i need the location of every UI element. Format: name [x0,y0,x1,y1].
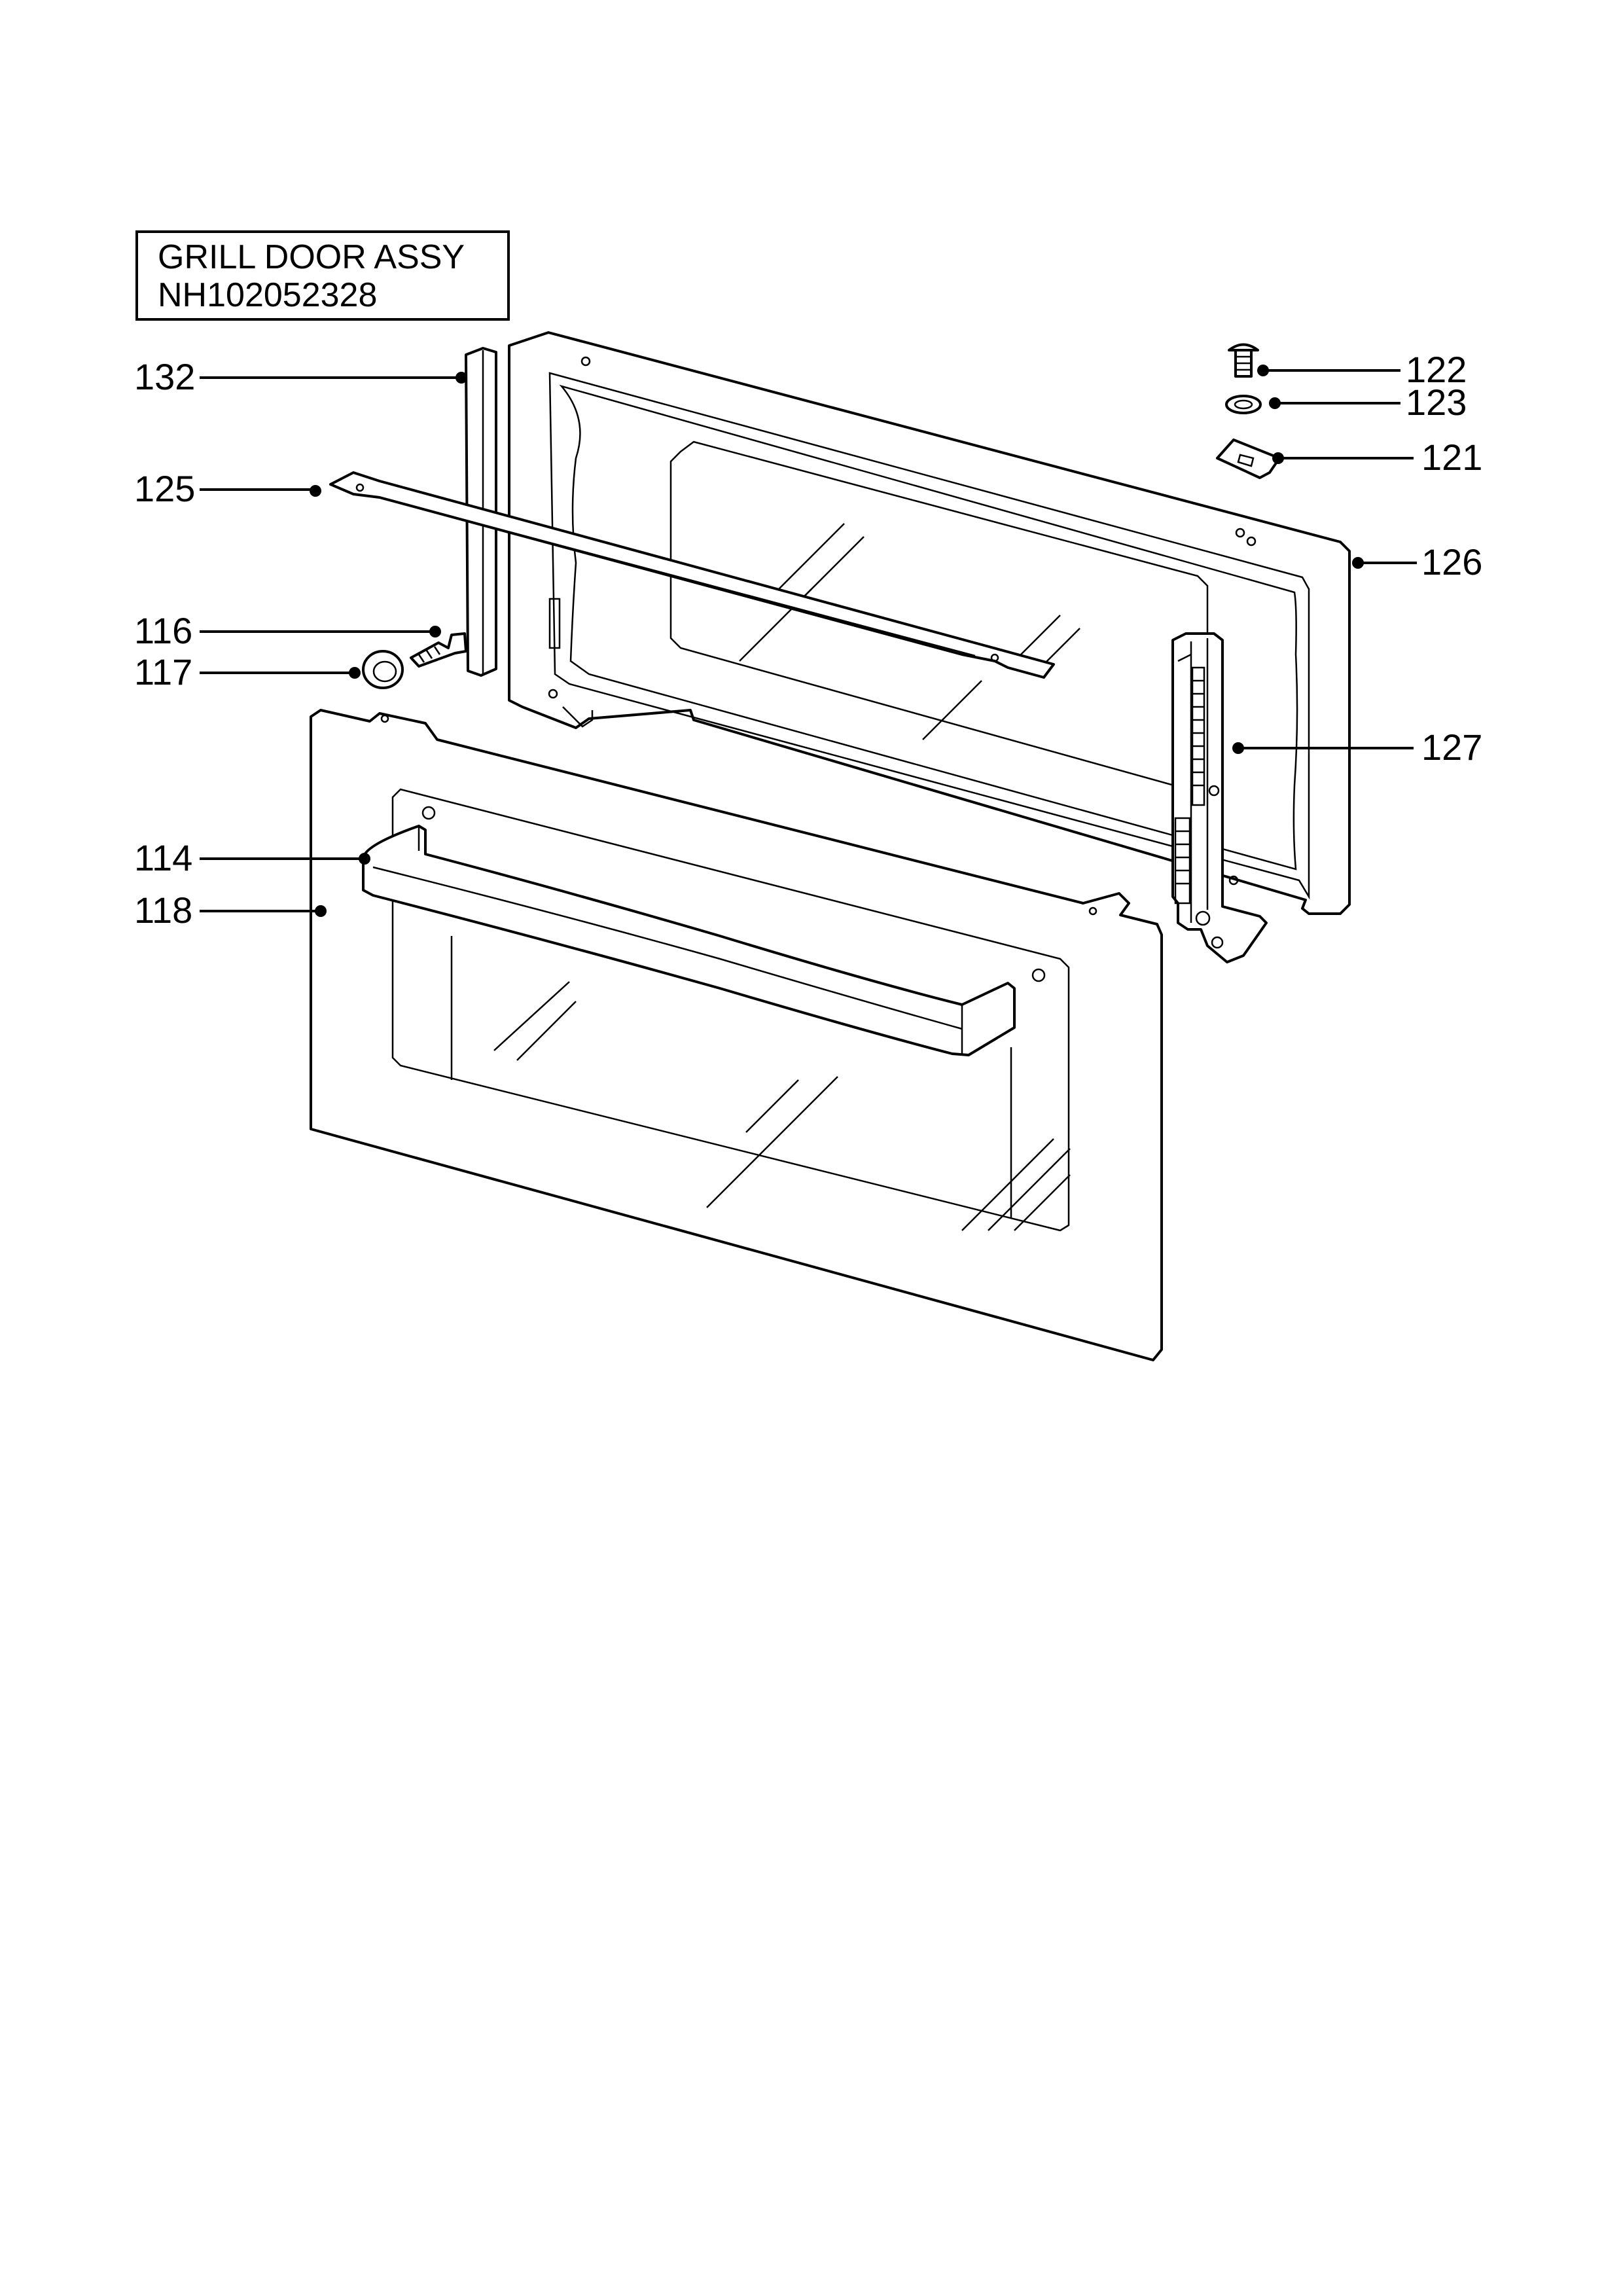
leader-dot [349,667,361,679]
fixing-screw [410,632,467,668]
callout-132: 132 [134,356,195,397]
leader-dot [1269,397,1281,409]
assembly-title-box: GRILL DOOR ASSY NH102052328 [135,230,510,321]
inner-door-frame [508,331,1351,915]
handle-end-cap [362,650,404,689]
hinge-clip [1216,439,1281,479]
callout-123: 123 [1406,382,1467,423]
callout-117: 117 [134,651,192,692]
leader-dot [1232,742,1244,754]
hinge-screw [1228,343,1259,378]
leader-dot [1352,557,1364,569]
leader-dot [455,372,467,384]
door-hinge [1171,632,1268,963]
assembly-part-number: NH102052328 [158,276,378,314]
top-trim-bar [329,471,1055,679]
outer-door-panel [310,709,1163,1361]
washer [1225,395,1262,414]
leader-dot [1257,365,1269,376]
callout-labels: 132 125 116 117 114 118 122 123 121 126 … [134,349,1482,931]
leader-dot [1272,452,1284,464]
callout-127: 127 [1421,726,1482,768]
leader-dot [429,626,441,637]
assembly-title: GRILL DOOR ASSY [158,238,465,276]
leader-dot [310,485,321,497]
door-handle [362,825,1016,1056]
callout-leaders [200,365,1417,917]
callout-118: 118 [134,889,192,931]
callout-125: 125 [134,468,195,509]
callout-122: 122 [1406,349,1467,390]
leader-dot [359,853,370,865]
callout-121: 121 [1421,437,1482,478]
callout-116: 116 [134,610,192,651]
leader-dot [315,905,327,917]
callout-114: 114 [134,837,192,878]
callout-126: 126 [1421,541,1482,583]
